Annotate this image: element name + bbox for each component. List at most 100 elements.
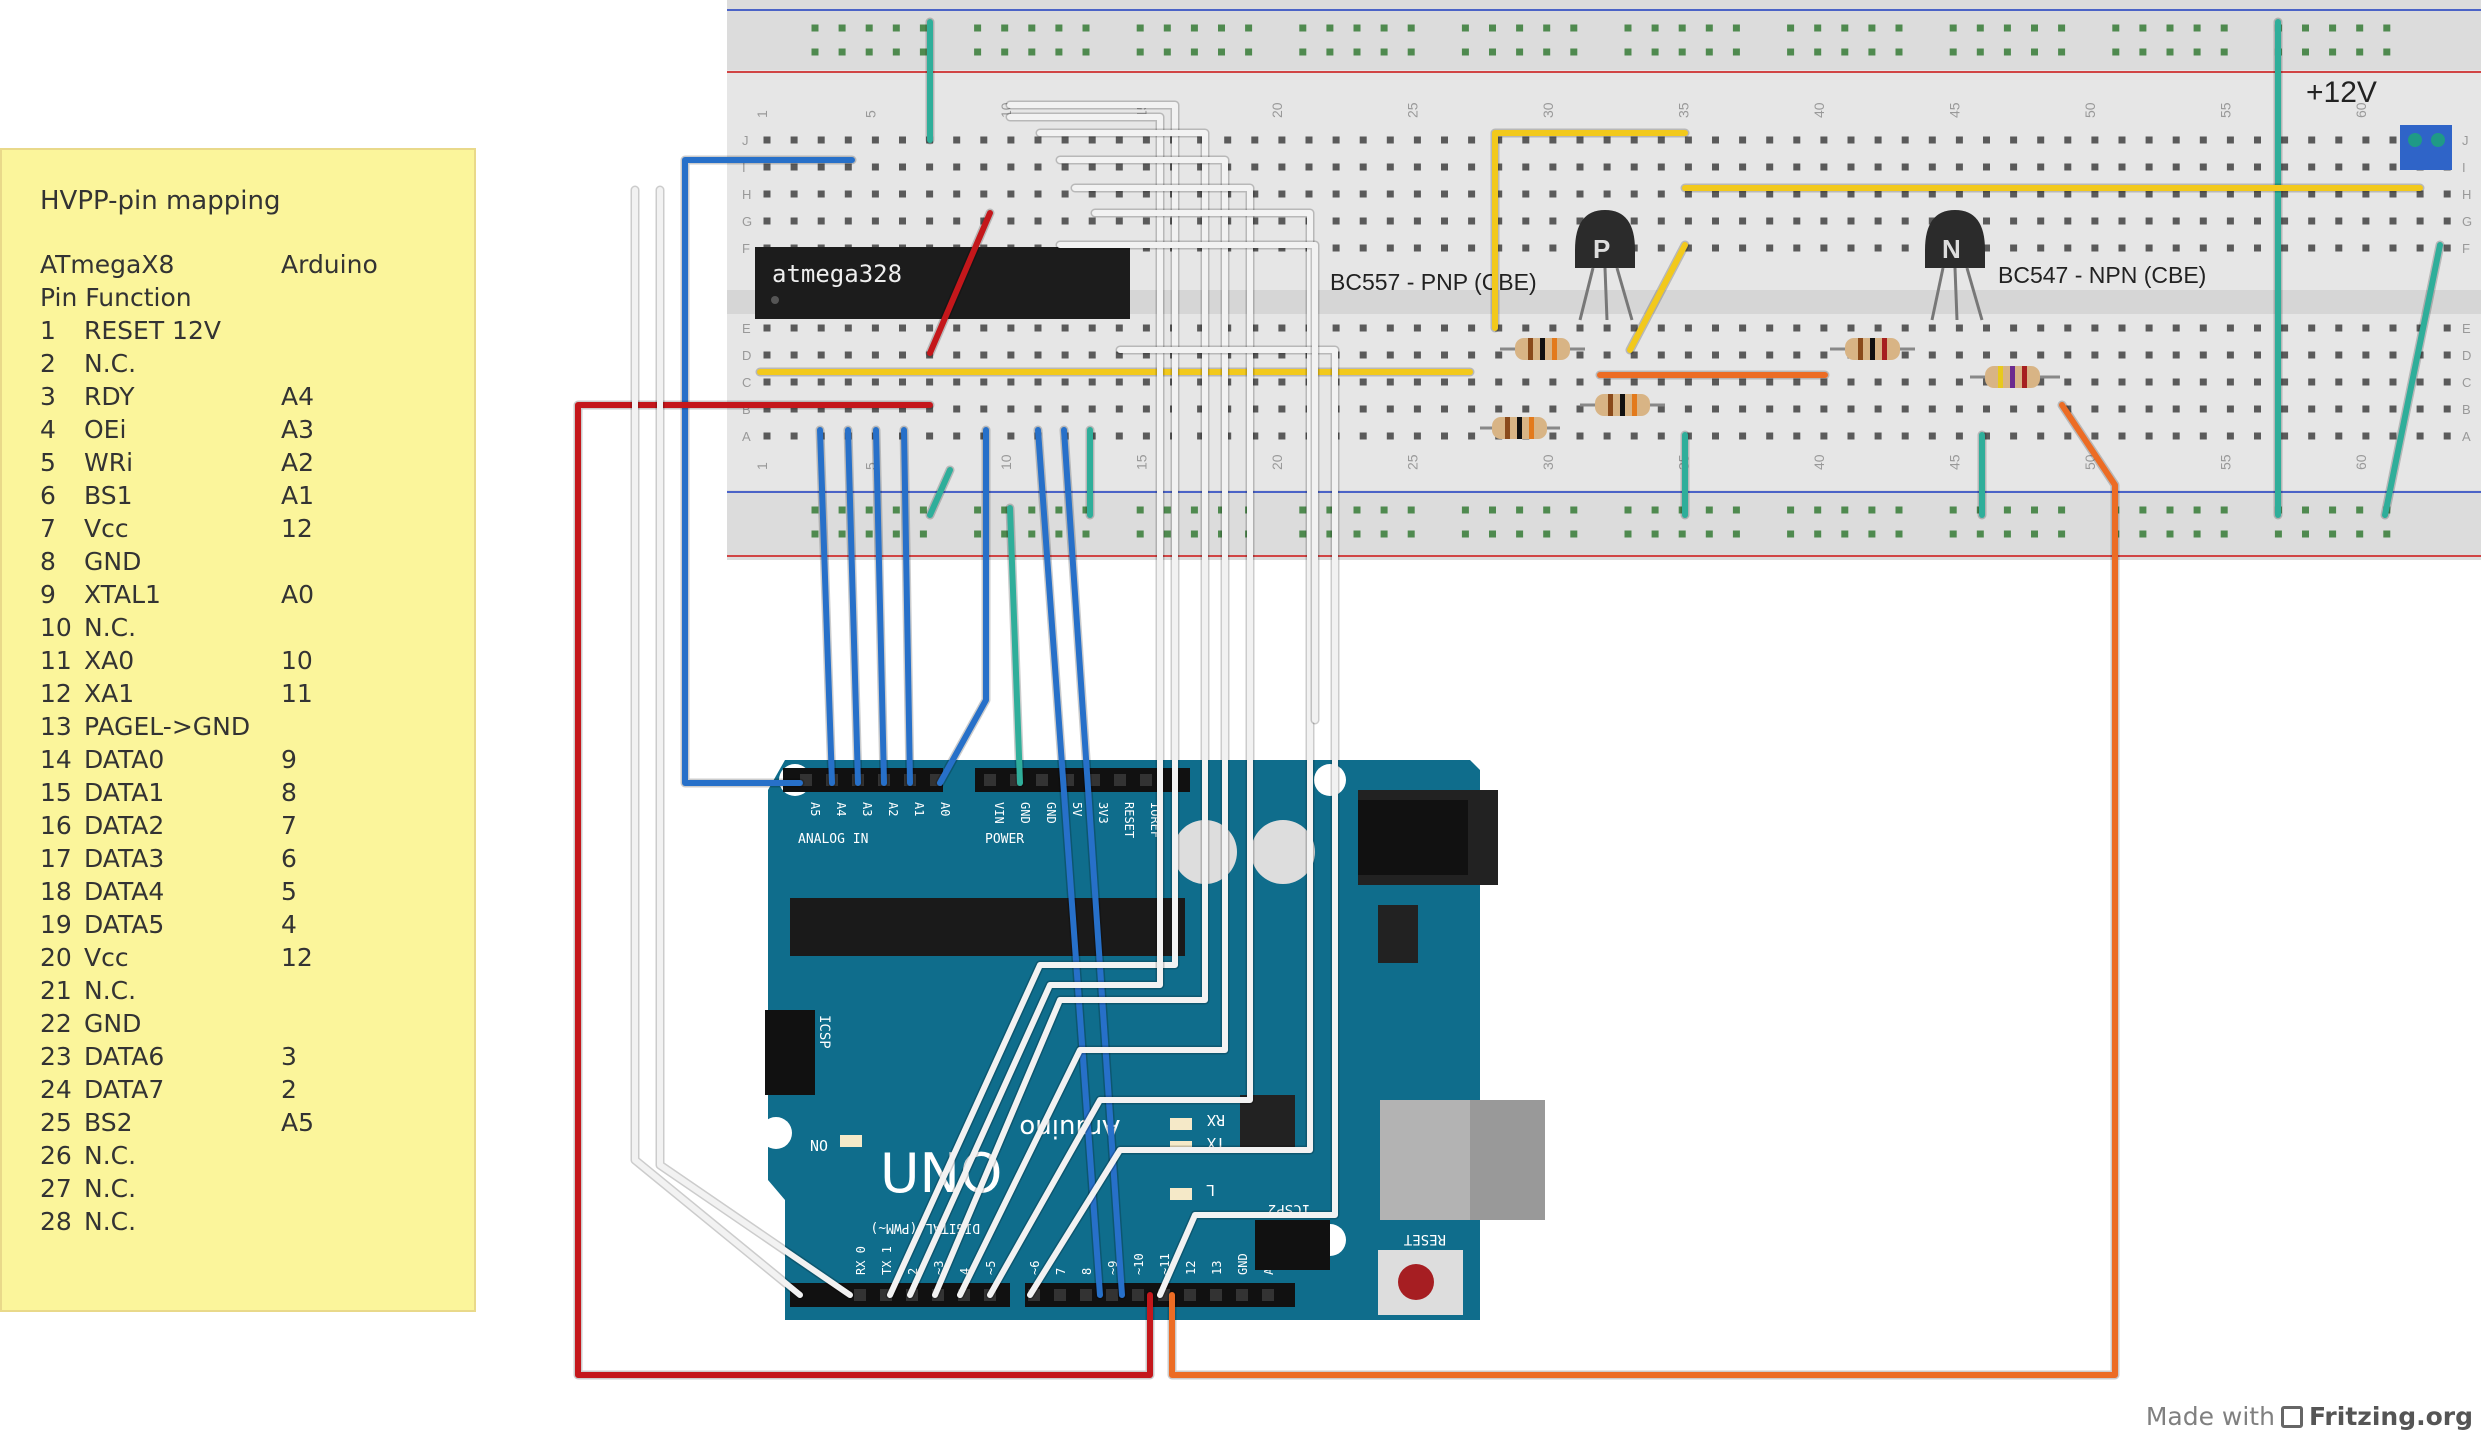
digital-pin-label: ~5 — [984, 1261, 998, 1275]
hole — [1766, 378, 1774, 386]
rail-hole — [1489, 506, 1496, 514]
wire-d8[interactable] — [657, 187, 853, 1298]
hole — [1793, 324, 1801, 332]
hole — [1142, 378, 1150, 386]
pin-number: 6 — [40, 481, 56, 510]
rail-hole — [2383, 24, 2391, 32]
hole — [1142, 190, 1150, 198]
hole — [2145, 217, 2153, 225]
digital-pin[interactable] — [1210, 1289, 1222, 1301]
npn-transistor: N BC547 - NPN (CBE) — [1925, 210, 2206, 321]
digital-pin[interactable] — [1080, 1289, 1092, 1301]
hole — [2389, 405, 2397, 413]
wire-a3[interactable] — [845, 427, 861, 786]
hole — [871, 136, 879, 144]
wire-d2[interactable] — [1027, 210, 1313, 1298]
hole — [1630, 351, 1638, 359]
wire-d6[interactable] — [907, 114, 1163, 1298]
wire-d12[interactable] — [1117, 347, 1338, 1298]
hole — [1034, 136, 1042, 144]
rail-hole — [1949, 506, 1957, 514]
wire-chip-pin-reset[interactable] — [927, 210, 993, 356]
rail-hole — [2302, 48, 2309, 56]
hole — [1766, 432, 1774, 440]
hole — [2254, 432, 2261, 440]
row-letter: E — [742, 321, 751, 336]
wire-a4[interactable] — [817, 427, 835, 786]
npn-label: BC547 - NPN (CBE) — [1998, 262, 2206, 288]
digital-pin[interactable] — [1106, 1289, 1118, 1301]
wire-vcc-12[interactable] — [575, 402, 1153, 1378]
wire-rail-bottom[interactable] — [927, 467, 953, 518]
wire-yellow-pnp[interactable] — [1492, 130, 1688, 331]
power-pin[interactable] — [1114, 774, 1126, 786]
hole — [1495, 351, 1503, 359]
hole — [2010, 190, 2018, 198]
wire-a2[interactable] — [873, 427, 887, 786]
rail-hole — [1082, 24, 1090, 32]
hole — [2091, 378, 2099, 386]
hole — [1684, 405, 1692, 413]
power-pin[interactable] — [1088, 774, 1100, 786]
rail-hole — [2356, 530, 2364, 538]
wire-a0[interactable] — [937, 427, 989, 786]
hole — [1684, 378, 1692, 386]
hole — [1359, 217, 1367, 225]
power-pin[interactable] — [1140, 774, 1152, 786]
hole — [1901, 244, 1909, 252]
wire-a1[interactable] — [901, 427, 913, 786]
hole — [1332, 190, 1340, 198]
wire-d13[interactable] — [1169, 402, 2118, 1378]
hole — [2362, 324, 2370, 332]
hole — [763, 217, 771, 225]
row-letter: E — [2462, 321, 2471, 336]
wire-d4[interactable] — [957, 157, 1228, 1298]
power-pin[interactable] — [984, 774, 996, 786]
wire-yellow-diag[interactable] — [1627, 242, 1688, 353]
rail-hole — [1163, 506, 1171, 514]
wire-pin-link[interactable] — [1057, 242, 1318, 723]
rail-hole — [1895, 24, 1903, 32]
digital-pin[interactable] — [1262, 1289, 1274, 1301]
wire-d7[interactable] — [887, 102, 1178, 1298]
hole — [1278, 351, 1286, 359]
wire-gnd[interactable] — [1007, 505, 1023, 786]
digital-pin[interactable] — [1054, 1289, 1066, 1301]
rail-hole — [2031, 48, 2038, 56]
hole — [1983, 136, 1990, 144]
hole — [817, 163, 825, 171]
rail-hole — [2166, 506, 2174, 514]
digital-pin[interactable] — [854, 1289, 866, 1301]
wire-d9[interactable] — [632, 187, 803, 1298]
hole — [1793, 432, 1801, 440]
hole — [817, 136, 825, 144]
digital-pin[interactable] — [1132, 1289, 1144, 1301]
wire-a5[interactable] — [682, 157, 855, 786]
hole — [2443, 217, 2451, 225]
digital-pin[interactable] — [1236, 1289, 1248, 1301]
rail-hole — [892, 506, 900, 514]
digital-pin-label: 8 — [1080, 1268, 1094, 1275]
hole — [2037, 378, 2045, 386]
hole — [1983, 163, 1990, 171]
wire-d3[interactable] — [987, 185, 1253, 1298]
rail-hole — [2112, 48, 2120, 56]
wire-d11[interactable] — [1035, 427, 1103, 1298]
power-pin[interactable] — [1036, 774, 1048, 786]
hole — [2416, 405, 2424, 413]
wire-d10[interactable] — [1061, 427, 1125, 1298]
wire-terminal-rail[interactable] — [2382, 242, 2443, 518]
hole — [1576, 378, 1584, 386]
pin-number: 14 — [40, 745, 72, 774]
hole — [1576, 351, 1584, 359]
hole — [2389, 432, 2397, 440]
hole — [1115, 163, 1123, 171]
reset-button[interactable] — [1398, 1264, 1434, 1300]
wire-d5[interactable] — [932, 130, 1208, 1298]
digital-pin[interactable] — [1184, 1289, 1196, 1301]
